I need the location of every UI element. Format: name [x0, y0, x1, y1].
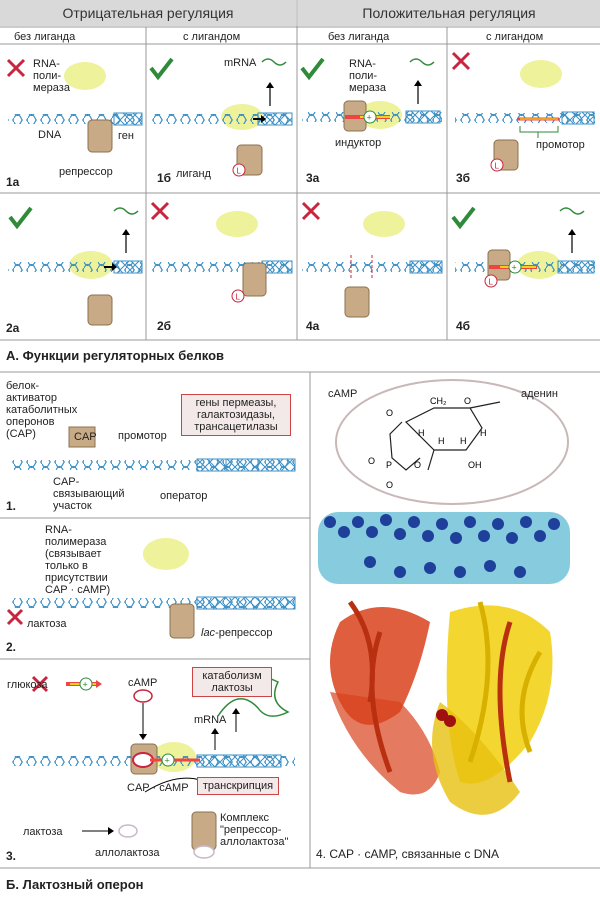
svg-text:+: + — [165, 756, 170, 766]
genes-box: гены пермеазы, галактозидазы, трансацети… — [181, 394, 291, 436]
col-without-ligand-1: без лиганда — [14, 31, 76, 43]
promoter-label: промотор — [118, 430, 167, 442]
label-ligand: лиганд — [176, 168, 211, 180]
lactose-label-3: лактоза — [23, 826, 63, 838]
label-repressor: репрессор — [59, 166, 113, 178]
header-positive-regulation: Положительная регуляция — [298, 0, 600, 26]
mrna-label-3: mRNA — [194, 714, 227, 726]
allolactose-label: аллолактоза — [95, 847, 160, 859]
cross-icon — [6, 58, 26, 78]
section-a-title: А. Функции регуляторных белков — [6, 348, 225, 363]
svg-text:L: L — [489, 278, 494, 287]
label-mrna: mRNA — [224, 57, 257, 69]
check-icon — [149, 57, 174, 81]
panel-2a — [8, 206, 143, 326]
lactose-label-2: лактоза — [27, 618, 67, 630]
col-without-ligand-2: без лиганда — [328, 31, 390, 43]
panel-4a-label: 4а — [306, 319, 320, 333]
section-b-title: Б. Лактозный оперон — [6, 877, 144, 892]
catabolism-box: катаболизм лактозы — [192, 667, 272, 697]
repressor-shape — [87, 119, 113, 153]
cap-camp-label: CAP · cAMP — [127, 782, 189, 794]
camp-protein-drawing: O CH₂ O H H H H P O O O OH — [318, 379, 570, 815]
svg-text:O: O — [386, 408, 393, 418]
label-inductor: индуктор — [335, 137, 382, 149]
panel-3a-label: 3а — [306, 171, 320, 185]
cap-binding-label: CAP- связывающий участок — [53, 476, 125, 512]
polymerase-blob — [64, 62, 106, 90]
svg-text:+: + — [512, 263, 517, 273]
transcription-box: транскрипция — [197, 777, 279, 795]
label-rna-polymerase-2: RNA- поли- мераза — [349, 58, 386, 94]
panel-2b: L — [150, 201, 293, 303]
panel-3b: L — [451, 51, 595, 172]
svg-text:H: H — [418, 428, 425, 438]
col-with-ligand-1: с лигандом — [183, 31, 241, 43]
svg-text:L: L — [236, 293, 241, 302]
camp-structure — [389, 401, 501, 471]
operator-label: оператор — [160, 490, 208, 502]
panel-b1-label: 1. — [6, 499, 17, 513]
glucose-label: глюкоза — [7, 679, 48, 691]
svg-text:O: O — [464, 396, 471, 406]
panel-1a-label: 1а — [6, 175, 20, 189]
cap-label: белок- активатор катаболитных оперонов (… — [6, 380, 78, 440]
panel-b2-label: 2. — [6, 640, 17, 654]
cap-box-label: CAP — [74, 431, 97, 443]
svg-text:O: O — [414, 460, 421, 470]
camp-struct-label: cAMP — [328, 388, 358, 400]
panel-2a-label: 2а — [6, 321, 20, 335]
adenine-label: аденин — [521, 388, 558, 400]
dna-atomic-model — [318, 512, 570, 584]
svg-text:H: H — [480, 428, 487, 438]
svg-text:CH₂: CH₂ — [430, 396, 447, 406]
panel-1b: L — [149, 57, 293, 177]
panel-3b-label: 3б — [456, 171, 471, 185]
lac-operon-drawing: + + — [6, 426, 296, 859]
panel-b3-label: 3. — [6, 849, 17, 863]
label-gene: ген — [118, 130, 134, 142]
svg-text:OH: OH — [468, 460, 482, 470]
lac-repressor-label: lac-репрессор — [201, 627, 273, 639]
label-dna: DNA — [38, 129, 62, 141]
svg-text:+: + — [367, 113, 372, 123]
rna-pol-note: RNA- полимераза (связывает только в прис… — [45, 524, 111, 596]
svg-text:L: L — [495, 162, 500, 171]
svg-text:H: H — [460, 436, 467, 446]
panel-4b-label: 4б — [456, 319, 471, 333]
panel-3a: + — [300, 57, 442, 132]
cross-icon — [6, 608, 24, 626]
label-promoter: промотор — [536, 139, 585, 151]
camp-label-3: cAMP — [128, 677, 158, 689]
panel-2b-label: 2б — [157, 319, 172, 333]
regulation-panels-drawing: L + L — [6, 51, 595, 326]
svg-text:O: O — [368, 456, 375, 466]
panel-4b: + L — [451, 206, 595, 288]
panel-1a — [6, 58, 143, 153]
panel-4a — [301, 201, 443, 318]
svg-text:L: L — [237, 167, 242, 176]
lac-italic: lac — [201, 627, 216, 639]
cap-protein-model — [330, 600, 553, 815]
lac-repressor-rest: -репрессор — [215, 627, 273, 639]
svg-text:H: H — [438, 436, 445, 446]
svg-text:+: + — [83, 680, 88, 690]
panel-1b-label: 1б — [157, 171, 172, 185]
svg-text:P: P — [386, 460, 392, 470]
svg-text:O: O — [386, 480, 393, 490]
label-rna-polymerase: RNA- поли- мераза — [33, 58, 70, 94]
complex-label: Комплекс "репрессор- аллолактоза" — [220, 812, 289, 848]
header-negative-regulation: Отрицательная регуляция — [0, 0, 296, 26]
col-with-ligand-2: с лигандом — [486, 31, 544, 43]
caption-4: 4. CAP · cAMP, связанные с DNA — [316, 847, 500, 861]
